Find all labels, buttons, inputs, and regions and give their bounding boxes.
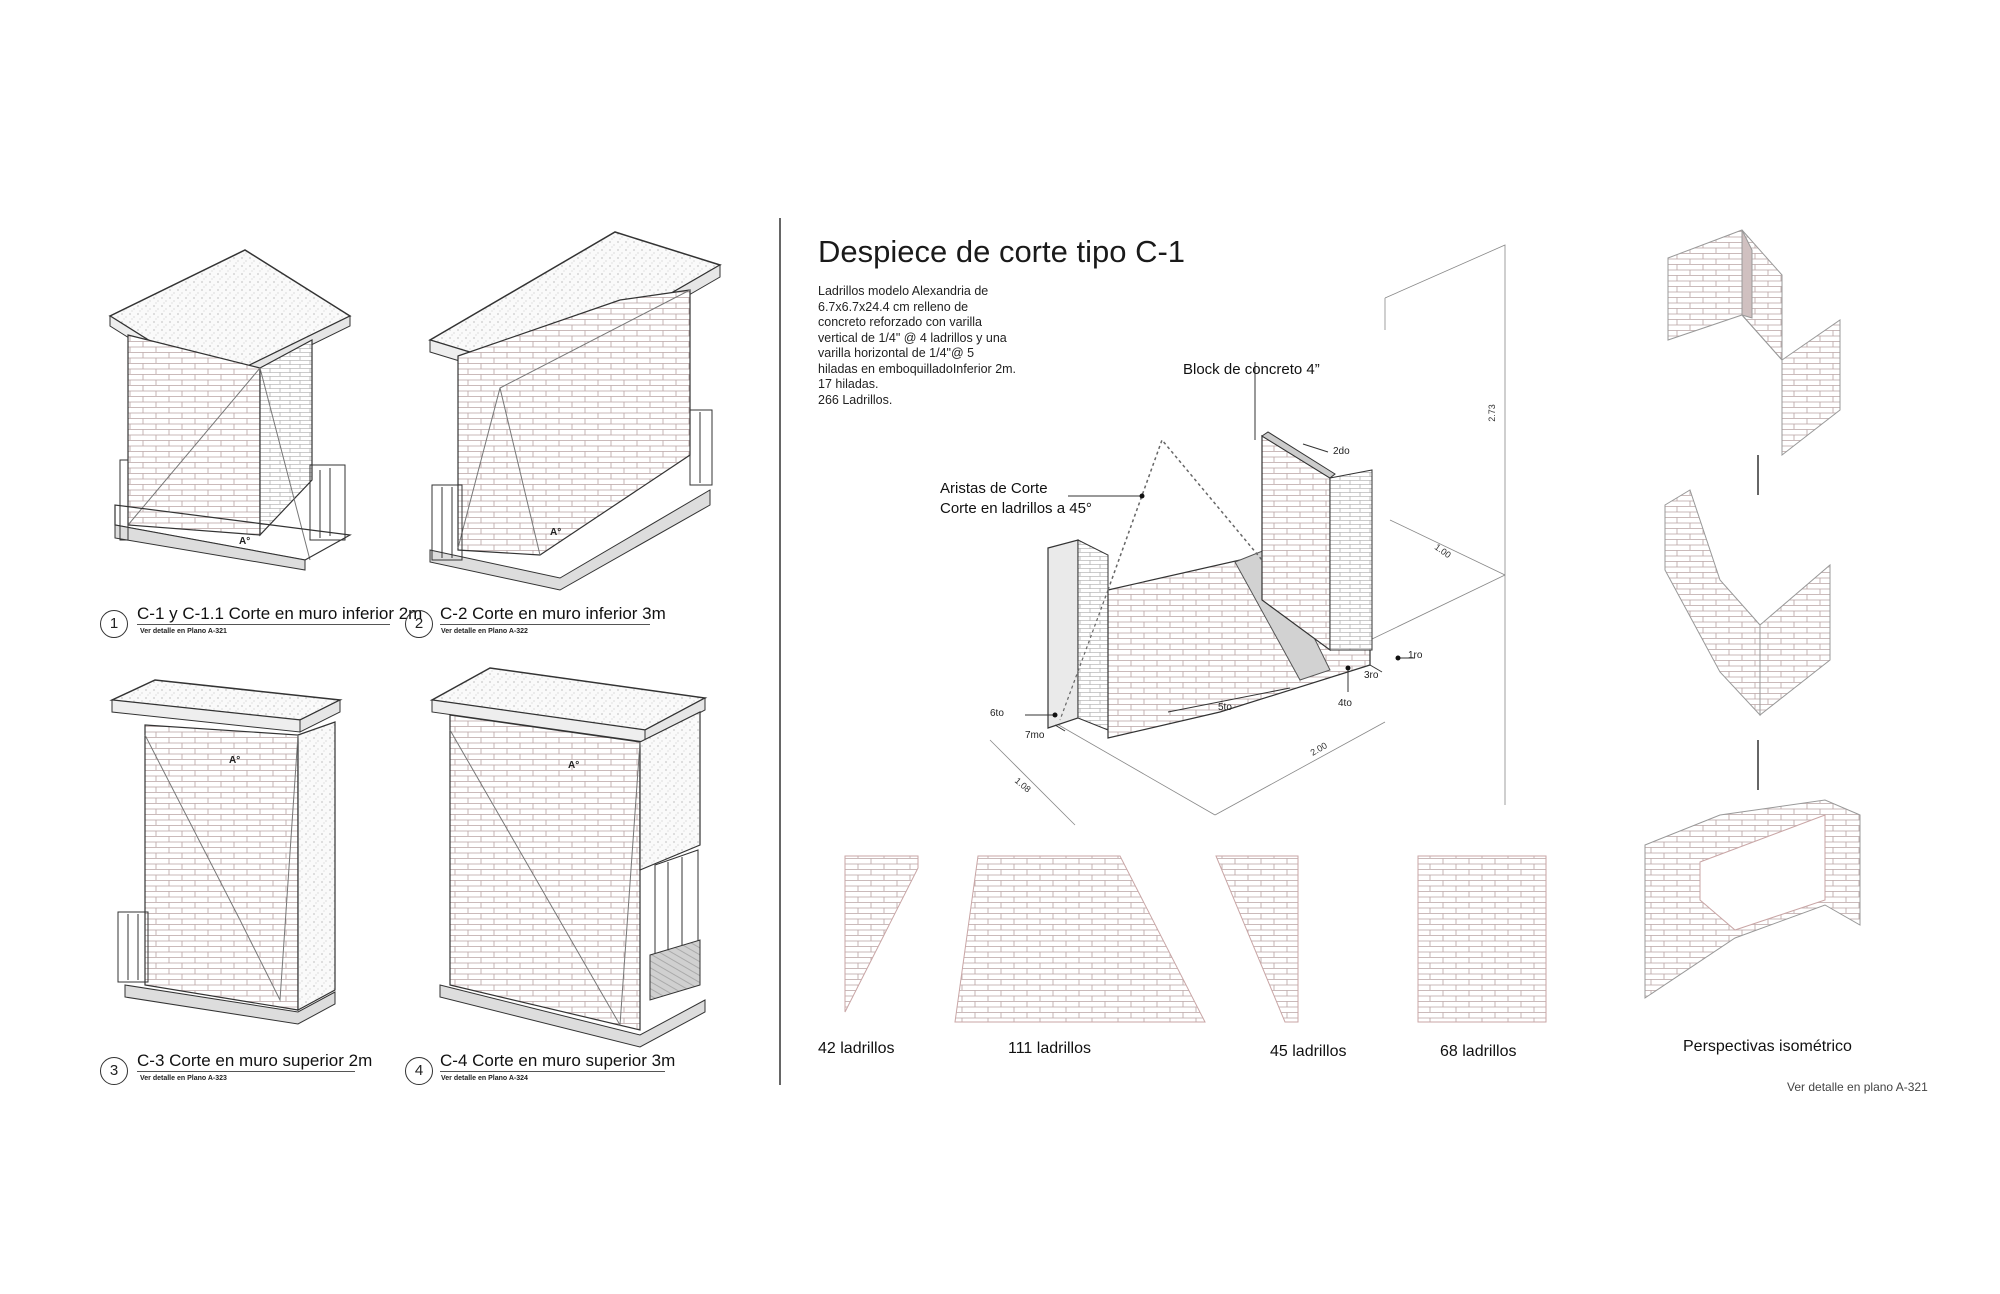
description-line: 6.7x6.7x24.4 cm relleno de [818, 299, 969, 314]
figure-3-title: C-3 Corte en muro superior 2m [137, 1051, 373, 1070]
description-line: varilla horizontal de 1/4"@ 5 [818, 346, 975, 360]
description-line: hiladas en emboquilladoInferior 2m. [818, 361, 1017, 376]
isometric-caption: Perspectivas isométrico [1683, 1038, 1852, 1055]
figure-4-drawing [429, 667, 708, 1048]
figure-1-subtitle: Ver detalle en Plano A-321 [140, 628, 227, 635]
order-label-seventh: 7mo [1025, 730, 1045, 741]
order-label-second: 2do [1333, 446, 1350, 457]
figure-2-drawing [428, 231, 722, 591]
figure-2-marker: A° [550, 527, 562, 538]
isometric-3 [1644, 799, 1861, 999]
isometric-1 [1667, 229, 1841, 457]
description-line: 17 hiladas. [818, 377, 879, 391]
figure-4-underline [440, 1071, 665, 1072]
figure-3-subtitle: Ver detalle en Plano A-323 [140, 1075, 227, 1082]
piece-4-count: 68 ladrillos [1440, 1043, 1517, 1060]
figure-3-underline [137, 1071, 355, 1072]
piece-2-count: 111 ladrillos [1008, 1040, 1092, 1057]
figure-1-marker: A° [239, 536, 251, 547]
order-label-third: 3ro [1364, 670, 1379, 681]
figure-3-number: 3 [100, 1057, 128, 1085]
callout-block: Block de concreto 4” [1183, 361, 1320, 378]
figure-4-title: C-4 Corte en muro superior 3m [440, 1051, 676, 1070]
description-line: Ladrillos modelo Alexandria de [818, 284, 989, 298]
figure-2-subtitle: Ver detalle en Plano A-322 [441, 628, 528, 635]
figure-2-underline [440, 624, 650, 625]
brick-piece-1 [844, 855, 919, 1013]
brick-piece-2 [954, 855, 1206, 1023]
callout-cut-angle: Corte en ladrillos a 45° [940, 500, 1092, 517]
figure-1-number: 1 [100, 610, 128, 638]
main-cut-drawing [989, 244, 1506, 826]
description-line: concreto reforzado con varilla [818, 315, 982, 329]
figure-4-marker: A° [568, 760, 580, 771]
callout-aristas: Aristas de Corte [940, 480, 1048, 497]
figure-4-number: 4 [405, 1057, 433, 1085]
piece-3-count: 45 ladrillos [1270, 1043, 1347, 1060]
order-label-first: 1ro [1408, 650, 1423, 661]
piece-1-count: 42 ladrillos [818, 1040, 895, 1057]
description-line: 266 Ladrillos. [818, 392, 893, 407]
page-title: Despiece de corte tipo C-1 [818, 234, 1186, 269]
figure-3-drawing [109, 679, 343, 1025]
isometric-2 [1664, 489, 1831, 717]
order-label-fifth: 5to [1218, 702, 1232, 713]
dimension-height: 2.73 [1486, 404, 1497, 422]
figure-1-title: C-1 y C-1.1 Corte en muro inferior 2m [137, 604, 423, 623]
figure-1-underline [137, 624, 390, 625]
footer-note: Ver detalle en plano A-321 [1787, 1080, 1928, 1094]
description-block: Ladrillos modelo Alexandria de 6.7x6.7x2… [818, 284, 1016, 408]
brick-piece-4 [1417, 855, 1547, 1023]
figure-2-title: C-2 Corte en muro inferior 3m [440, 604, 666, 623]
description-line: vertical de 1/4" @ 4 ladrillos y una [818, 330, 1007, 345]
figure-4-subtitle: Ver detalle en Plano A-324 [441, 1075, 528, 1082]
order-label-sixth: 6to [990, 708, 1004, 719]
brick-piece-3 [1215, 855, 1299, 1023]
figure-3-marker: A° [229, 755, 241, 766]
figure-2-number: 2 [405, 610, 433, 638]
order-label-fourth: 4to [1338, 698, 1352, 709]
figure-1-drawing [108, 249, 352, 571]
